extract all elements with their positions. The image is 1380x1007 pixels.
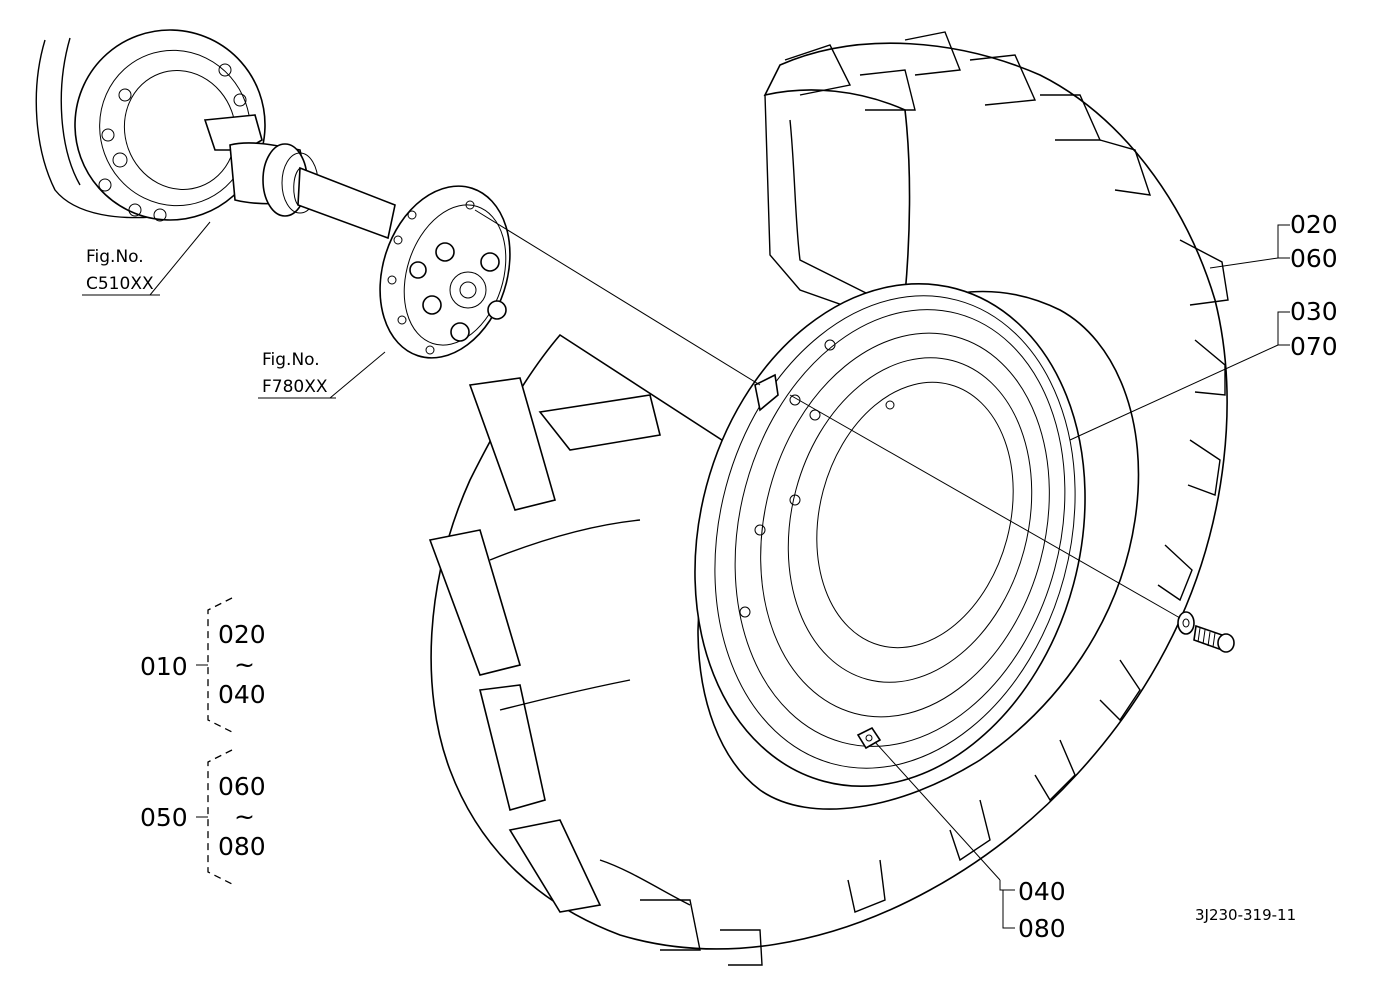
svg-text:070: 070 (1290, 332, 1338, 361)
callout-tire: 020 060 (1277, 210, 1338, 273)
svg-text:Fig.No.: Fig.No. (262, 350, 320, 370)
rim (694, 283, 1086, 787)
assembly-group-050: 050 060 ~ 080 (140, 749, 266, 885)
assembly-group-010: 010 020 ~ 040 (140, 597, 266, 733)
svg-text:~: ~ (234, 802, 255, 831)
svg-text:Fig.No.: Fig.No. (86, 247, 144, 267)
svg-text:080: 080 (218, 832, 266, 861)
svg-text:060: 060 (1290, 244, 1338, 273)
callout-rim: 030 070 (1277, 297, 1338, 361)
svg-text:050: 050 (140, 803, 188, 832)
wheel-bolt (1177, 611, 1235, 653)
svg-text:040: 040 (1018, 877, 1066, 906)
svg-text:020: 020 (218, 620, 266, 649)
svg-text:F780XX: F780XX (262, 377, 328, 397)
svg-text:010: 010 (140, 652, 188, 681)
svg-text:030: 030 (1290, 297, 1338, 326)
svg-text:060: 060 (218, 772, 266, 801)
svg-text:C510XX: C510XX (86, 274, 154, 294)
callout-valve: 040 080 (1002, 877, 1066, 943)
svg-text:~: ~ (234, 650, 255, 679)
leader-lines (149, 209, 1279, 891)
valve (856, 726, 882, 750)
axle-assembly (35, 29, 396, 240)
figure-ref-hub[interactable]: Fig.No. F780XX (258, 350, 336, 399)
figure-ref-axle[interactable]: Fig.No. C510XX (82, 247, 160, 296)
drawing-code: 3J230-319-11 (1195, 906, 1296, 924)
tire (428, 31, 1229, 966)
svg-text:040: 040 (218, 680, 266, 709)
svg-text:080: 080 (1018, 914, 1066, 943)
hub-flange (379, 185, 511, 359)
svg-text:020: 020 (1290, 210, 1338, 239)
